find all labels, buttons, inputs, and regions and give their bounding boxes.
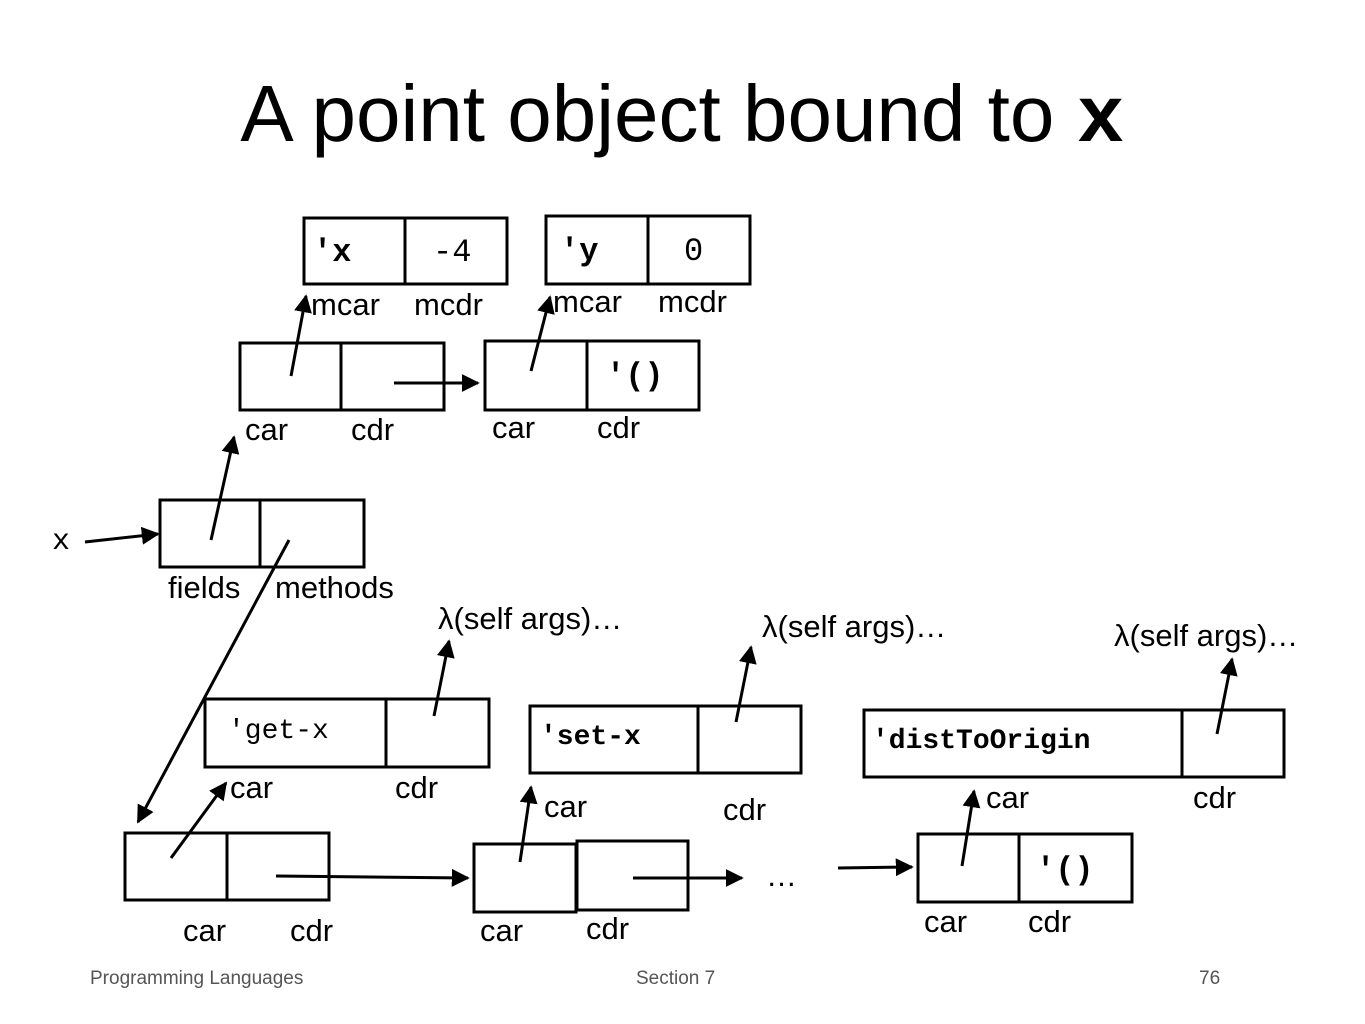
arrow-car-dist xyxy=(960,789,981,867)
var-x: x xyxy=(52,525,71,559)
get-x-pair xyxy=(203,697,491,769)
label-mcdr-1: mcdr xyxy=(414,287,483,322)
footer-page-number: 76 xyxy=(1199,968,1221,989)
label-cdr-m1: cdr xyxy=(290,913,334,948)
label-cdr-dist: cdr xyxy=(1193,780,1237,815)
slide-title: A point object bound to x xyxy=(0,68,1365,166)
label-cdr-1: cdr xyxy=(351,412,395,447)
cell-null-2: '() xyxy=(1036,852,1094,889)
label-methods: methods xyxy=(275,570,394,605)
arrow-methods-cdr-1 xyxy=(275,868,470,887)
label-car-m1: car xyxy=(183,913,227,948)
arrow-car-get-x xyxy=(169,781,228,859)
lambda-dist: λ(self args)… xyxy=(1114,618,1299,653)
methods-cons-last xyxy=(916,832,1134,904)
label-cdr-2: cdr xyxy=(597,410,641,445)
arrow-set-x-lambda xyxy=(734,645,757,723)
label-cdr-set-x: cdr xyxy=(723,792,767,827)
ellipsis: … xyxy=(766,858,797,893)
label-car-1: car xyxy=(245,412,289,447)
arrow-methods xyxy=(136,539,291,824)
arrow-dist-lambda xyxy=(1215,657,1238,735)
label-mcar-1: mcar xyxy=(311,287,380,322)
arrow-car-set-x xyxy=(518,785,538,863)
label-cdr-m2: cdr xyxy=(586,911,630,946)
footer-course: Programming Languages xyxy=(90,968,304,989)
label-car-m2: car xyxy=(480,913,524,948)
label-fields: fields xyxy=(168,570,241,605)
title-code: x xyxy=(1076,75,1125,166)
arrow-x-to-object xyxy=(84,526,160,545)
set-x-pair xyxy=(528,704,803,775)
methods-cons-2-car xyxy=(472,842,578,914)
label-cdr-get-x: cdr xyxy=(395,770,439,805)
label-cdr-m-last: cdr xyxy=(1028,904,1072,939)
methods-cons-2-cdr xyxy=(575,839,690,912)
arrow-get-x-lambda xyxy=(432,639,455,717)
arrow-car-to-x xyxy=(289,294,312,377)
lambda-get-x: λ(self args)… xyxy=(438,601,623,636)
cell-y-value: 0 xyxy=(684,233,704,270)
cell-dist-to-origin: 'distToOrigin xyxy=(872,726,1091,757)
arrow-methods-cdr-last xyxy=(837,858,914,877)
footer-section: Section 7 xyxy=(636,968,716,989)
lambda-set-x: λ(self args)… xyxy=(762,609,947,644)
cell-set-x: 'set-x xyxy=(540,722,641,753)
cell-y-symbol: 'y xyxy=(560,233,599,270)
cell-x-value: -4 xyxy=(433,234,472,271)
dist-pair xyxy=(862,708,1286,779)
label-mcdr-2: mcdr xyxy=(658,284,727,319)
cell-get-x: 'get-x xyxy=(228,716,329,747)
label-car-dist: car xyxy=(986,780,1030,815)
cell-x-symbol: 'x xyxy=(313,234,352,271)
arrow-car-to-y xyxy=(529,295,555,372)
arrow-fields xyxy=(209,435,240,541)
label-car-2: car xyxy=(492,410,536,445)
label-mcar-2: mcar xyxy=(553,284,622,319)
title-text: A point object bound to xyxy=(240,69,1077,158)
label-car-m-last: car xyxy=(924,904,968,939)
cell-null-1: '() xyxy=(606,358,664,395)
fields-cons-2 xyxy=(483,339,701,412)
object-cons xyxy=(158,498,366,569)
label-car-set-x: car xyxy=(544,789,588,824)
label-car-get-x: car xyxy=(230,770,274,805)
